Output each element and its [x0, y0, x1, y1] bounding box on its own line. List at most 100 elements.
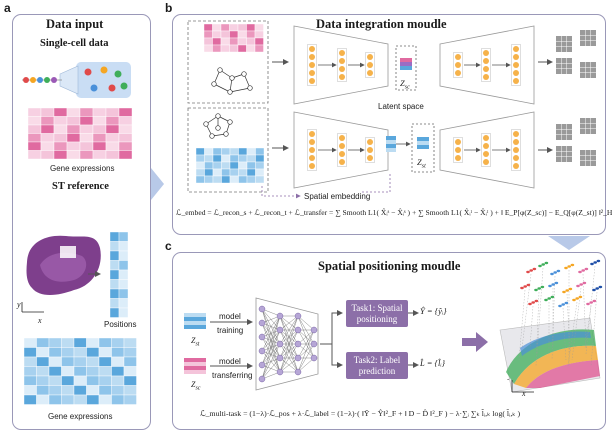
network-node — [339, 151, 345, 157]
tissue-spot-grid — [60, 246, 76, 258]
heatmap-cell — [561, 69, 567, 74]
heatmap-cell — [73, 366, 87, 377]
heatmap-cell — [123, 394, 137, 405]
heatmap-cell — [585, 62, 591, 67]
heatmap-cell — [66, 133, 81, 143]
latent-vector-bottom — [417, 137, 429, 141]
cell-marker — [548, 284, 552, 288]
latent-space-label: Latent space — [378, 102, 424, 111]
network-node — [513, 62, 519, 68]
st-gene-expression-heatmap — [23, 337, 137, 405]
heatmap-cell — [556, 151, 561, 157]
network-node — [339, 74, 345, 80]
latent-box-top — [395, 45, 417, 91]
heatmap-cell — [109, 298, 120, 309]
heatmap-cell — [118, 133, 133, 143]
heatmap-cell — [591, 73, 596, 78]
mlp-node — [294, 340, 302, 348]
network-layer — [453, 137, 463, 163]
heatmap-cell — [580, 123, 585, 129]
heatmap-cell — [229, 147, 239, 156]
heatmap-cell — [585, 155, 591, 161]
panel-a-axis-y: y — [17, 300, 21, 309]
cell-marker — [547, 297, 551, 300]
heatmap-cell — [220, 23, 230, 32]
heatmap-cell — [585, 41, 591, 46]
st-input-heatmap — [195, 147, 265, 184]
cell-marker — [556, 269, 561, 273]
heatmap-cell — [36, 356, 50, 367]
heatmap-cell — [585, 67, 591, 73]
heatmap-cell — [585, 118, 591, 123]
heatmap-cell — [212, 154, 222, 163]
z-st-bottom-letter: Z — [417, 157, 422, 167]
heatmap-cell — [23, 394, 37, 405]
heatmap-cell — [23, 385, 37, 396]
network-node — [309, 54, 315, 60]
sc-graph-icon — [211, 67, 253, 95]
heatmap-cell — [255, 161, 265, 170]
heatmap-cell — [86, 337, 100, 348]
heatmap-cell — [204, 147, 214, 156]
heatmap-cell — [204, 168, 214, 177]
cell-marker — [582, 281, 587, 285]
heatmap-cell — [109, 231, 120, 242]
positions-caption: Positions — [104, 320, 137, 329]
tissue-section — [21, 235, 101, 313]
mlp-node — [258, 361, 266, 369]
heatmap-cell — [118, 124, 133, 134]
z-sc-input-bar — [184, 358, 206, 374]
heatmap-cell — [92, 107, 107, 117]
network-node — [483, 58, 489, 64]
network-node — [513, 131, 519, 137]
network-node — [455, 70, 461, 76]
heatmap-cell — [92, 150, 107, 160]
heatmap-cell — [98, 375, 112, 386]
heatmap-cell — [61, 394, 75, 405]
network-node — [455, 139, 461, 145]
network-layer — [511, 44, 521, 86]
heatmap-cell — [53, 124, 68, 134]
network-node — [339, 58, 345, 64]
cell-marker — [550, 295, 555, 299]
spatial-embedding-label: Spatial embedding — [304, 192, 371, 201]
heatmap-cell — [561, 124, 567, 129]
heatmap-cell — [53, 141, 68, 151]
mlp-node — [258, 375, 266, 383]
heatmap-cell — [105, 124, 120, 134]
heatmap-cell — [92, 141, 107, 151]
encoder-top — [293, 25, 389, 105]
heatmap-cell — [79, 133, 94, 143]
heatmap-cell — [229, 154, 239, 163]
network-node — [513, 70, 519, 76]
heatmap-cell — [254, 37, 264, 46]
heatmap-cell — [98, 337, 112, 348]
cell-marker — [579, 283, 583, 286]
network-node — [455, 155, 461, 161]
heatmap-cell — [123, 356, 137, 367]
heatmap-cell — [105, 150, 120, 160]
network-layer — [337, 48, 347, 82]
heatmap-cell — [585, 35, 591, 41]
cell-dot — [37, 77, 43, 83]
heatmap-cell — [591, 62, 596, 67]
cell-marker — [586, 302, 590, 306]
heatmap-cell — [109, 250, 120, 261]
heatmap-cell — [109, 241, 120, 252]
heatmap-cell — [98, 356, 112, 367]
cell-dot — [51, 77, 57, 83]
model-transferring-line2: transferring — [212, 371, 253, 380]
heatmap-cell — [66, 150, 81, 160]
positioned-tissue — [499, 317, 601, 393]
heatmap-cell — [585, 73, 591, 78]
network-node — [309, 70, 315, 76]
network-node — [309, 139, 315, 145]
network-node — [367, 147, 373, 153]
heatmap-cell — [203, 37, 213, 46]
heatmap-cell — [556, 36, 561, 41]
heatmap-cell — [556, 157, 561, 162]
heatmap-cell — [229, 44, 239, 53]
heatmap-cell — [580, 155, 585, 161]
heatmap-cell — [86, 385, 100, 396]
